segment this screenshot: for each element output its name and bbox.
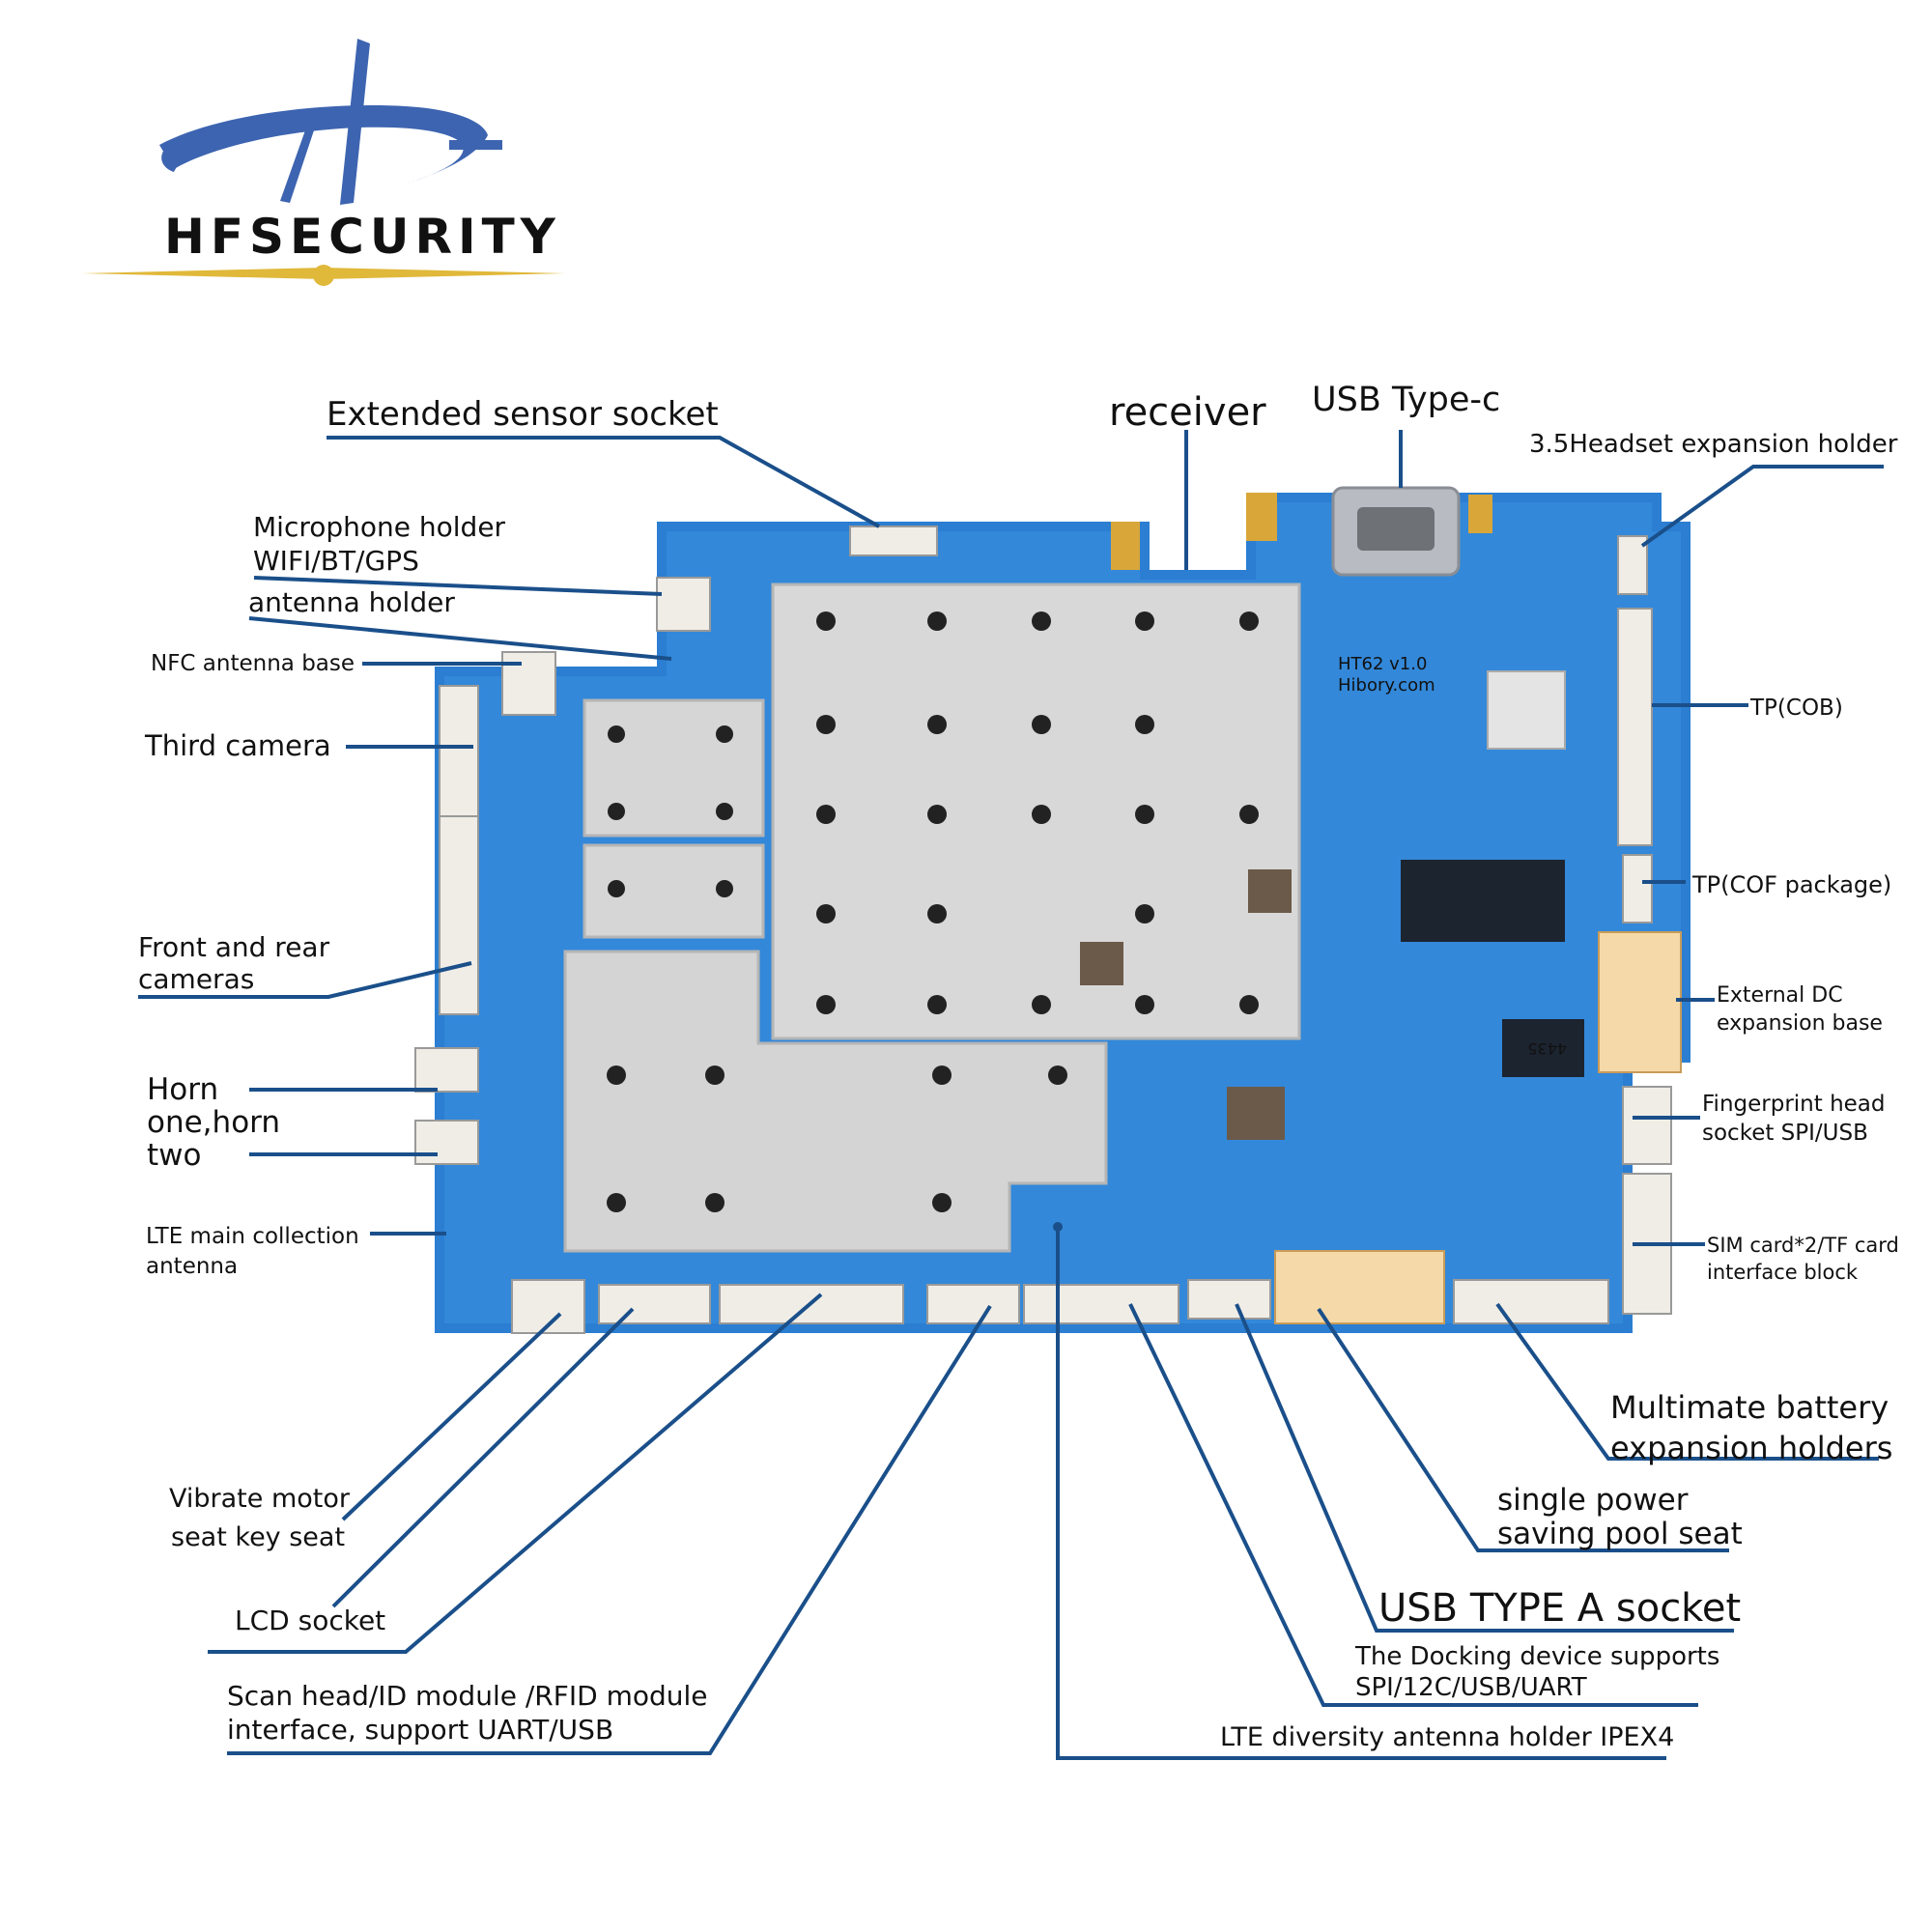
label-docking-line2: SPI/12C/USB/UART	[1355, 1673, 1587, 1702]
board-model-silkscreen: HT62 v1.0	[1338, 654, 1427, 674]
label-horn-line3: two	[147, 1138, 201, 1173]
label-scan-line1: Scan head/ID module /RFID module	[227, 1680, 708, 1712]
label-usb-type-c: USB Type-c	[1312, 381, 1500, 419]
label-horn-line1: Horn	[147, 1072, 218, 1107]
label-front-rear-cameras-line1: Front and rear	[138, 931, 330, 963]
label-microphone-holder: Microphone holder	[253, 511, 506, 543]
label-power-line2: saving pool seat	[1497, 1517, 1743, 1551]
label-wifi-bt-gps: WIFI/BT/GPS	[253, 545, 419, 577]
board-url-silkscreen: Hibory.com	[1338, 675, 1435, 696]
circuit-board: 4435 HT62 v1.0 Hibory.com	[414, 486, 1690, 1334]
label-third-camera: Third camera	[144, 729, 331, 762]
label-nfc-antenna-base: NFC antenna base	[151, 651, 355, 676]
label-sim-line1: SIM card*2/TF card	[1707, 1234, 1899, 1257]
callout-labels: Extended sensor socket receiver USB Type…	[138, 381, 1899, 1752]
label-fingerprint-line1: Fingerprint head	[1702, 1092, 1886, 1117]
hfsecurity-logo: HFSECURITY	[82, 39, 565, 286]
label-usb-type-a: USB TYPE A socket	[1378, 1586, 1741, 1631]
label-scan-line2: interface, support UART/USB	[227, 1714, 613, 1746]
label-vibrate-line2: seat key seat	[171, 1522, 345, 1552]
label-power-line1: single power	[1497, 1483, 1689, 1518]
label-sim-line2: interface block	[1707, 1261, 1859, 1284]
label-lte-main-line2: antenna	[146, 1254, 238, 1279]
label-tp-cof: TP(COF package)	[1691, 871, 1891, 898]
label-extended-sensor-socket: Extended sensor socket	[327, 395, 719, 434]
label-external-dc-line1: External DC	[1717, 983, 1843, 1008]
label-vibrate-line1: Vibrate motor	[169, 1484, 351, 1514]
label-front-rear-cameras-line2: cameras	[138, 963, 254, 995]
chip-marking: 4435	[1527, 1039, 1567, 1058]
label-antenna-holder: antenna holder	[248, 586, 455, 618]
logo-wordmark: HFSECURITY	[164, 209, 561, 265]
label-docking-line1: The Docking device supports	[1354, 1642, 1719, 1671]
label-tp-cob: TP(COB)	[1749, 696, 1843, 721]
label-lte-main-line1: LTE main collection	[146, 1224, 359, 1249]
label-battery-line2: expansion holders	[1610, 1430, 1892, 1466]
label-headset-holder: 3.5Headset expansion holder	[1529, 430, 1898, 459]
label-external-dc-line2: expansion base	[1717, 1011, 1883, 1036]
leader-lines	[138, 430, 1884, 1760]
label-receiver: receiver	[1109, 390, 1266, 435]
label-horn-line2: one,horn	[147, 1105, 280, 1140]
label-battery-line1: Multimate battery	[1610, 1389, 1889, 1426]
label-lcd-socket: LCD socket	[235, 1605, 385, 1636]
label-lte-diversity: LTE diversity antenna holder IPEX4	[1220, 1722, 1674, 1752]
label-fingerprint-line2: socket SPI/USB	[1702, 1121, 1868, 1146]
